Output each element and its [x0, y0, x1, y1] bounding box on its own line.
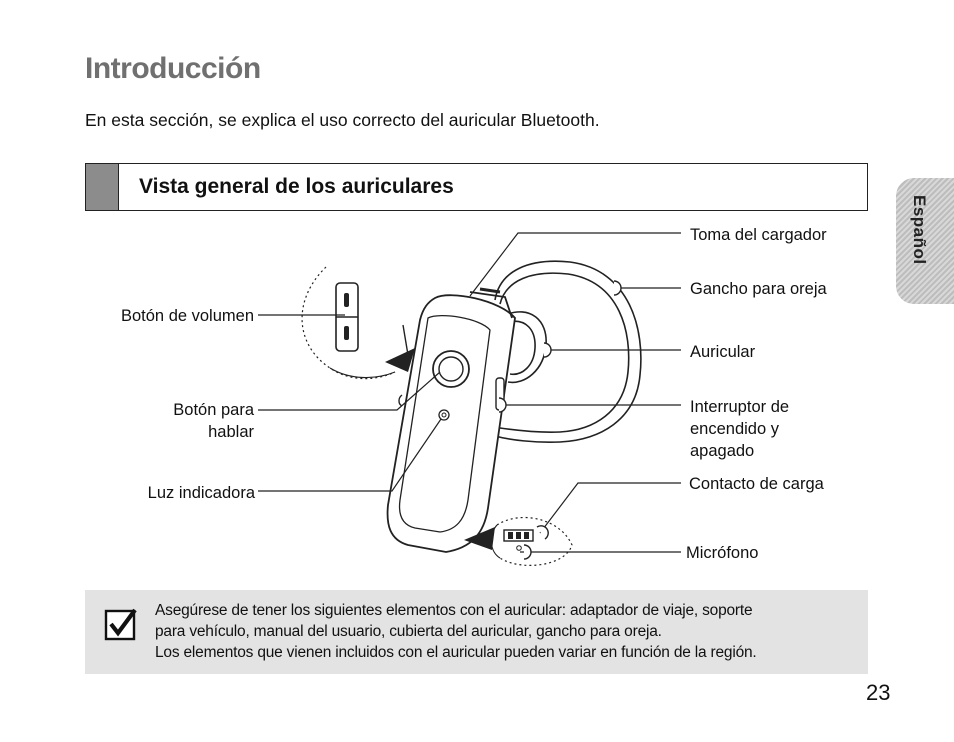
- label-power-switch-line2: encendido y: [690, 420, 779, 438]
- section-heading: Vista general de los auriculares: [139, 175, 454, 198]
- leader-charger: [469, 232, 681, 297]
- leader-lines: [258, 232, 681, 553]
- note-line-1: Asegúrese de tener los siguientes elemen…: [155, 602, 753, 619]
- volume-zoom-callout: [301, 266, 415, 380]
- label-talk-button-line2: hablar: [208, 423, 254, 441]
- label-charger-jack: Toma del cargador: [690, 226, 827, 244]
- label-charging-contact: Contacto de carga: [689, 475, 824, 493]
- label-microphone: Micrófono: [686, 544, 759, 562]
- bottom-zoom-callout: [464, 517, 573, 566]
- checkbox-check-icon: [104, 608, 137, 641]
- section-header: Vista general de los auriculares: [85, 163, 868, 211]
- note-line-2: para vehículo, manual del usuario, cubie…: [155, 623, 662, 640]
- label-earpiece: Auricular: [690, 343, 756, 361]
- label-talk-button: Botón para hablar: [60, 399, 254, 443]
- language-side-tab: Español: [896, 178, 954, 304]
- note-text: Asegúrese de tener los siguientes elemen…: [155, 600, 861, 663]
- leader-contact: [539, 482, 681, 534]
- note-box: Asegúrese de tener los siguientes elemen…: [85, 590, 868, 674]
- leader-markers: [498, 280, 622, 560]
- label-ear-hook: Gancho para oreja: [690, 280, 827, 298]
- label-power-switch-line3: apagado: [690, 442, 755, 460]
- language-label: Español: [910, 195, 929, 265]
- section-header-tab: [86, 164, 119, 210]
- label-power-switch-line1: Interruptor de: [690, 398, 790, 416]
- page-title: Introducción: [85, 52, 261, 85]
- page-number: 23: [866, 680, 891, 705]
- intro-paragraph: En esta sección, se explica el uso corre…: [85, 110, 600, 130]
- note-line-3: Los elementos que vienen incluidos con e…: [155, 644, 757, 661]
- leader-talk: [258, 371, 441, 411]
- label-volume-button: Botón de volumen: [120, 307, 254, 325]
- headset-body: [386, 287, 516, 553]
- label-power-switch: Interruptor de encendido y apagado: [690, 396, 789, 462]
- label-indicator-light: Luz indicadora: [147, 484, 255, 502]
- label-talk-button-line1: Botón para: [173, 401, 254, 419]
- leader-indicator: [258, 418, 442, 492]
- ear-hook-illustration: [494, 260, 642, 443]
